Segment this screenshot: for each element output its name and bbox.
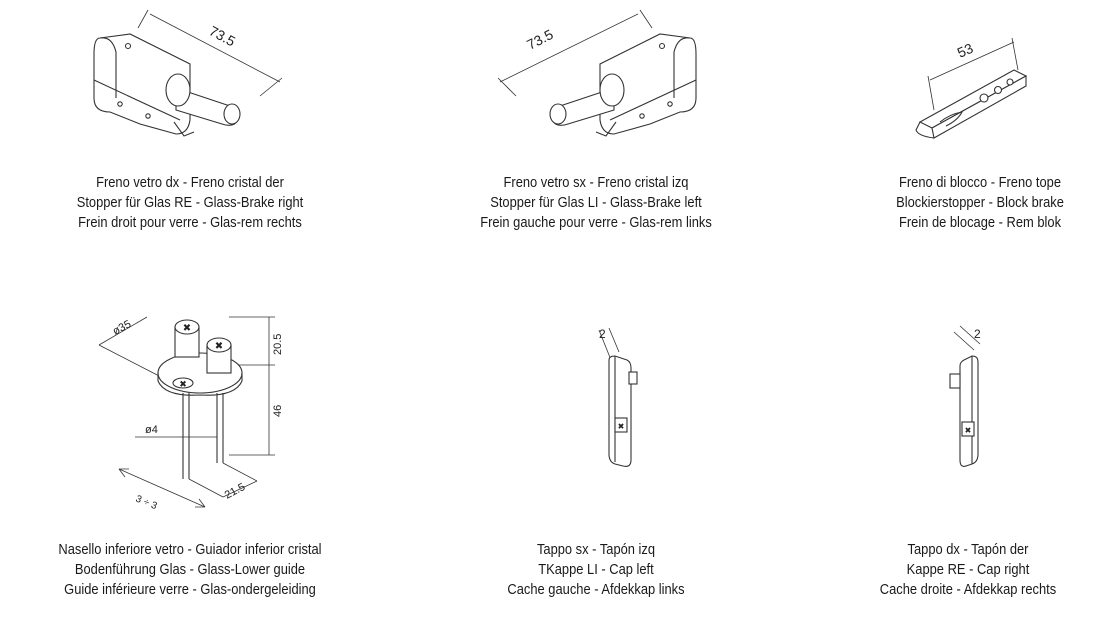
caption-line: Tappo dx - Tapón der	[907, 541, 1029, 558]
dim-thickness: 2	[599, 327, 606, 341]
block-brake-drawing: 53	[915, 37, 1028, 139]
glass-brake-left-drawing: 73.5	[497, 9, 697, 137]
dim-length: 73.5	[524, 26, 556, 53]
lower-guide-drawing: ø35 20.5 46 ✖ ✖ ✖ ø4 21.5	[98, 316, 284, 513]
caption-line: Cache gauche - Afdekkap links	[507, 581, 685, 598]
caption-line: Tappo sx - Tapón izq	[536, 541, 656, 558]
dim-thickness: 2	[974, 327, 981, 341]
caption-line: Stopper für Glas LI - Glass-Brake left	[490, 194, 702, 211]
svg-text:✖: ✖	[179, 379, 187, 389]
glass-brake-right-caption: Freno vetro dx - Freno cristal der Stopp…	[61, 173, 319, 233]
lower-guide-caption: Nasello inferiore vetro - Guiador inferi…	[27, 540, 354, 600]
caption-line: Nasello inferiore vetro - Guiador inferi…	[58, 541, 322, 558]
caption-line: Stopper für Glas RE - Glass-Brake right	[76, 194, 304, 211]
dim-length: 53	[955, 40, 976, 61]
cap-left-caption: Tappo sx - Tapón izq TKappe LI - Cap lef…	[467, 540, 725, 600]
caption-line: Frein droit pour verre - Glas-rem rechts	[78, 214, 302, 231]
svg-text:✖: ✖	[965, 426, 972, 435]
caption-line: Kappe RE - Cap right	[906, 561, 1030, 578]
dim-height-46: 46	[272, 405, 284, 417]
svg-text:✖: ✖	[215, 341, 223, 352]
caption-line: Freno di blocco - Freno tope	[898, 174, 1062, 191]
caption-line: TKappe LI - Cap left	[538, 561, 654, 578]
caption-line: Cache droite - Afdekkap rechts	[879, 581, 1057, 598]
glass-brake-right-drawing: 73.5	[93, 9, 283, 137]
caption-line: Freno vetro dx - Freno cristal der	[96, 174, 284, 191]
caption-line: Blockierstopper - Block brake	[896, 194, 1064, 211]
dim-diameter-35: ø35	[111, 318, 133, 338]
caption-line: Bodenführung Glas - Glass-Lower guide	[74, 561, 306, 578]
cap-left-drawing: 2 ✖	[598, 327, 638, 467]
dim-adjustment: 3 ÷ 3	[134, 494, 159, 513]
caption-line: Frein de blocage - Rem blok	[898, 214, 1062, 231]
dim-length: 73.5	[207, 23, 239, 50]
caption-line: Guide inférieure verre - Glas-ondergelei…	[64, 581, 316, 598]
block-brake-caption: Freno di blocco - Freno tope Blockiersto…	[851, 173, 1096, 233]
caption-line: Frein gauche pour verre - Glas-rem links	[480, 214, 712, 231]
dim-width-21-5: 21.5	[223, 481, 248, 502]
dim-diameter-4: ø4	[145, 424, 158, 436]
svg-text:✖: ✖	[183, 323, 191, 334]
glass-brake-left-caption: Freno vetro sx - Freno cristal izq Stopp…	[467, 173, 725, 233]
cap-right-caption: Tappo dx - Tapón der Kappe RE - Cap righ…	[839, 540, 1096, 600]
svg-text:✖: ✖	[618, 422, 625, 431]
cap-right-drawing: 2 ✖	[949, 325, 981, 467]
caption-line: Freno vetro sx - Freno cristal izq	[503, 174, 689, 191]
dim-height-20-5: 20.5	[272, 334, 284, 355]
